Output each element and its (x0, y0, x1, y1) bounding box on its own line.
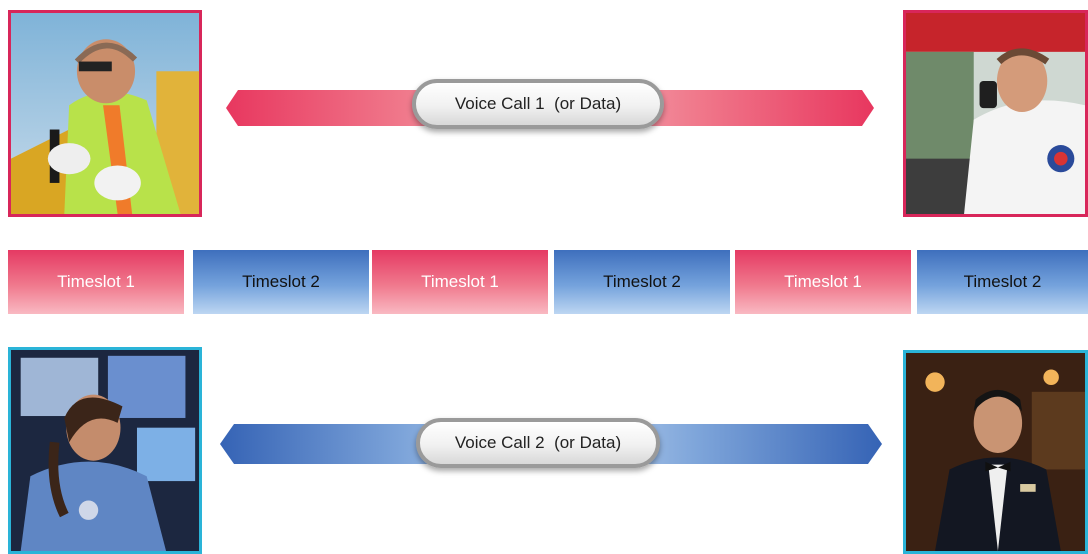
timeslot-1-a: Timeslot 1 (8, 250, 184, 314)
timeslot-2-c: Timeslot 2 (917, 250, 1088, 314)
dispatcher-image (11, 350, 199, 551)
timeslot-2-a: Timeslot 2 (193, 250, 369, 314)
voice-call-1-label: Voice Call 1 (or Data) (412, 79, 664, 129)
timeslot-1-c: Timeslot 1 (735, 250, 911, 314)
timeslot-row: Timeslot 1 Timeslot 2 Timeslot 1 Timeslo… (8, 250, 1088, 314)
photo-hotel-staff (903, 350, 1088, 554)
voice-call-2-label: Voice Call 2 (or Data) (416, 418, 660, 468)
timeslot-2-b: Timeslot 2 (554, 250, 730, 314)
firefighter-image (906, 13, 1085, 214)
timeslot-1-b: Timeslot 1 (372, 250, 548, 314)
photo-firefighter (903, 10, 1088, 217)
photo-dispatcher (8, 347, 202, 554)
photo-construction-worker (8, 10, 202, 217)
hotel-staff-image (906, 353, 1085, 551)
construction-worker-image (11, 13, 199, 214)
